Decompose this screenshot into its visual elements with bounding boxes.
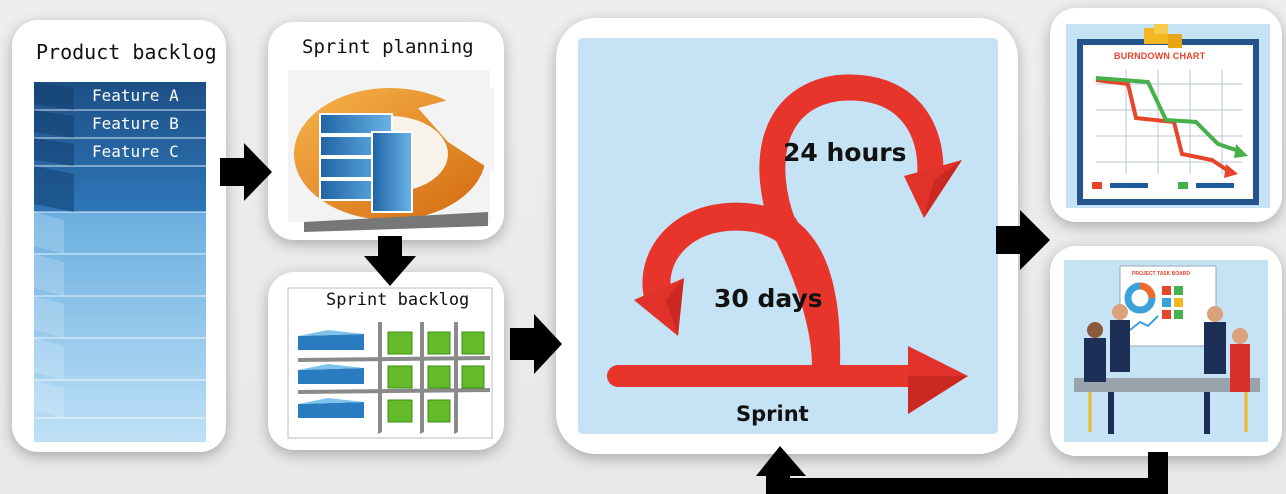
- backlog-stack: Feature A Feature B Feature C: [34, 82, 206, 442]
- feature-b-label: Feature B: [92, 114, 179, 133]
- cycle-arrowhead: [634, 278, 684, 336]
- sprint-backlog-title: Sprint backlog: [326, 290, 470, 310]
- cycle-label: 30 days: [714, 284, 823, 313]
- sprint-planning-title: Sprint planning: [302, 36, 474, 58]
- backlog-stack-graphic: [34, 82, 206, 442]
- sprint-planning-graphic: [288, 70, 494, 232]
- arrow-backlog-to-planning: [220, 143, 272, 201]
- sprint-cycle-panel: 24 hours 30 days Sprint: [578, 38, 998, 434]
- burndown-title: BURNDOWN CHART: [1114, 51, 1206, 61]
- feature-a-label: Feature A: [92, 86, 179, 105]
- task-board-title: PROJECT TASK BOARD: [1132, 271, 1190, 277]
- feature-c-label: Feature C: [92, 142, 179, 161]
- product-backlog-card: Product backlog: [12, 20, 226, 452]
- meeting-card: PROJECT TASK BOARD: [1050, 246, 1282, 456]
- sprint-planning-card: Sprint planning: [268, 22, 504, 240]
- sprint-label: Sprint: [736, 402, 809, 426]
- burndown-graphic: [1077, 24, 1259, 205]
- sprint-loop-graphic: [607, 74, 968, 414]
- burndown-panel: BURNDOWN CHART: [1066, 24, 1270, 208]
- sprint-cycle-card: 24 hours 30 days Sprint: [556, 18, 1018, 454]
- burndown-card: BURNDOWN CHART: [1050, 8, 1282, 222]
- meeting-graphic: [1074, 265, 1260, 434]
- daily-label: 24 hours: [783, 138, 907, 167]
- product-backlog-title: Product backlog: [36, 40, 217, 64]
- sprint-backlog-card: Sprint backlog: [268, 272, 504, 450]
- arrow-sprint-backlog-to-sprint: [510, 314, 562, 374]
- sprint-backlog-graphic: [287, 287, 493, 439]
- meeting-panel: PROJECT TASK BOARD: [1064, 260, 1268, 442]
